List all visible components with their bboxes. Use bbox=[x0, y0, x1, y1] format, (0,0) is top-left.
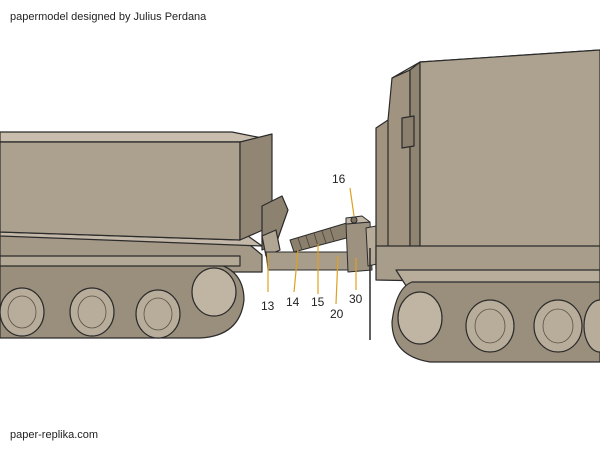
designer-credit: papermodel designed by Julius Perdana bbox=[10, 11, 207, 23]
right-cab-main bbox=[419, 49, 600, 263]
leader-line-20 bbox=[335, 255, 339, 305]
right-wheel-hubs bbox=[474, 308, 574, 344]
left-road-wheel bbox=[69, 287, 115, 337]
wheel-hub-ring bbox=[143, 297, 173, 331]
left-road-wheel bbox=[0, 287, 45, 337]
right-vehicle bbox=[369, 49, 600, 363]
spring-coil bbox=[313, 232, 319, 247]
wheel-hub-ring bbox=[7, 295, 37, 329]
leader-line-16 bbox=[349, 187, 355, 217]
left-cargo-side-fill bbox=[0, 141, 241, 241]
spring-coil bbox=[329, 227, 335, 242]
leader-line-14 bbox=[293, 249, 299, 293]
left-road-wheels bbox=[0, 267, 237, 339]
right-cab-vent bbox=[401, 115, 415, 149]
left-road-wheel bbox=[135, 289, 181, 339]
right-idler-wheel bbox=[397, 291, 443, 345]
right-road-wheel bbox=[465, 299, 515, 353]
right-cab-side bbox=[375, 69, 411, 269]
part-label-14: 14 bbox=[286, 295, 300, 309]
coupling-assembly bbox=[265, 215, 387, 273]
spring-coil bbox=[321, 230, 327, 244]
left-hitch-plate bbox=[261, 229, 281, 257]
right-road-wheel bbox=[583, 299, 600, 353]
left-track-guard bbox=[0, 255, 241, 267]
part-label-16: 16 bbox=[332, 172, 346, 186]
coupling-block-top bbox=[345, 215, 371, 225]
wheel-hub-ring bbox=[77, 295, 107, 329]
wheel-hub-ring bbox=[474, 308, 506, 344]
spring-coil bbox=[297, 237, 303, 251]
wheel-hub-ring bbox=[542, 308, 574, 344]
left-wheel-hubs bbox=[7, 295, 173, 331]
leader-lines bbox=[267, 187, 357, 305]
shock-cylinder bbox=[289, 221, 355, 253]
website-credit: paper-replika.com bbox=[10, 429, 99, 441]
spring-coils bbox=[297, 227, 335, 251]
part-label-20: 20 bbox=[330, 307, 344, 321]
spring-coil bbox=[305, 235, 311, 249]
left-vehicle bbox=[0, 131, 289, 339]
right-road-wheel bbox=[533, 299, 583, 353]
part-label-30: 30 bbox=[349, 292, 363, 306]
part-labels: 16 13 14 15 20 30 bbox=[261, 172, 363, 321]
pivot-pin bbox=[350, 216, 358, 224]
left-drive-sprocket bbox=[191, 267, 237, 317]
part-label-13: 13 bbox=[261, 299, 275, 313]
left-track bbox=[0, 257, 245, 339]
part-label-15: 15 bbox=[311, 295, 325, 309]
right-cab-front bbox=[409, 61, 421, 263]
left-cargo-top bbox=[0, 131, 273, 143]
right-road-wheels bbox=[397, 291, 600, 353]
